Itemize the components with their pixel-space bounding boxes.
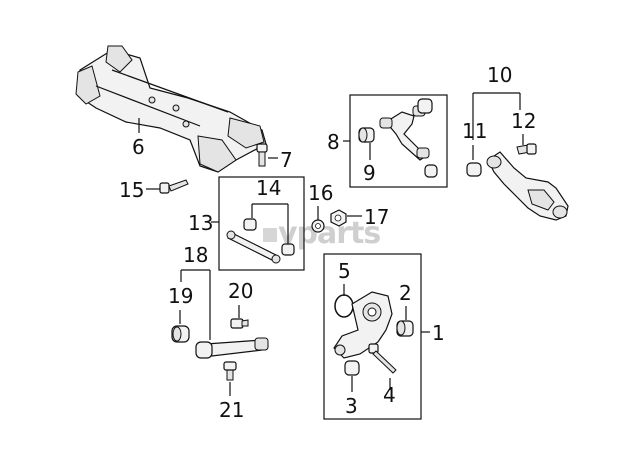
bolt-21 <box>223 361 237 381</box>
diagram-shape <box>358 127 368 143</box>
callout-13: 13 <box>188 211 213 235</box>
callout-4: 4 <box>383 383 396 407</box>
leader-14 <box>251 203 289 244</box>
diagram-shape <box>75 65 101 105</box>
diagram-shape <box>256 143 268 153</box>
watermark-logo: vparts <box>263 216 381 251</box>
diagram-shape <box>552 205 568 219</box>
diagram-shape <box>148 96 156 104</box>
callout-9: 9 <box>363 161 376 185</box>
diagram-shape <box>195 341 213 359</box>
nut-17 <box>330 209 347 227</box>
diagram-shape <box>372 350 397 374</box>
leader-18 <box>180 269 211 340</box>
bolt-20 <box>230 318 249 329</box>
diagram-shape <box>466 162 482 177</box>
diagram-shape <box>526 143 537 155</box>
diagram-shape <box>334 344 346 356</box>
callout-20: 20 <box>228 279 253 303</box>
diagram-shape <box>263 228 277 242</box>
diagram-shape <box>223 361 237 371</box>
diagram-shape <box>254 337 269 351</box>
callout-1: 1 <box>432 321 445 345</box>
group-box-13 <box>218 176 305 271</box>
diagram-shape <box>315 223 321 229</box>
callout-10: 10 <box>487 63 512 87</box>
snap-ring-5 <box>334 294 354 318</box>
diagram-shape <box>367 307 377 317</box>
washer-16 <box>311 219 325 233</box>
bolt-12 <box>516 143 537 155</box>
diagram-shape <box>281 243 295 256</box>
bushing-9 <box>358 127 375 143</box>
rear-subframe <box>75 45 267 173</box>
lateral-link <box>195 337 269 359</box>
diagram-shape <box>159 182 170 194</box>
diagram-shape <box>172 104 180 112</box>
leader-10 <box>472 92 521 140</box>
callout-3: 3 <box>345 394 358 418</box>
bolt-7 <box>256 143 268 167</box>
callout-12: 12 <box>511 109 536 133</box>
bushing-lower <box>424 164 438 178</box>
bushing-upper <box>417 98 433 114</box>
callout-14: 14 <box>256 176 281 200</box>
callout-2: 2 <box>399 281 412 305</box>
diagram-shape <box>258 151 266 167</box>
diagram-shape <box>396 320 406 336</box>
diagram-shape <box>334 294 354 318</box>
callout-11: 11 <box>462 119 487 143</box>
callout-6: 6 <box>132 135 145 159</box>
bushing-3 <box>344 360 360 376</box>
diagram-shape <box>111 69 229 113</box>
diagram-shape <box>334 214 342 222</box>
diagram-shape <box>77 49 267 173</box>
bushing-11 <box>466 162 482 177</box>
diagram-shape <box>168 179 189 192</box>
upper-control-arm <box>379 105 430 161</box>
diagram-shape <box>243 218 257 231</box>
diagram-shape <box>197 135 237 173</box>
group-box-1 <box>323 253 422 420</box>
diagram-shape <box>416 147 430 159</box>
trailing-link <box>226 230 281 264</box>
callout-15: 15 <box>119 178 144 202</box>
diagram-shape <box>424 164 438 178</box>
diagram-shape <box>241 319 249 327</box>
callout-5: 5 <box>338 259 351 283</box>
callout-19: 19 <box>168 284 193 308</box>
callout-16: 16 <box>308 181 333 205</box>
bushing-14b <box>281 243 295 256</box>
callout-17: 17 <box>364 205 389 229</box>
bushing-19 <box>171 325 190 343</box>
bushing-14a <box>243 218 257 231</box>
diagram-shape <box>227 117 265 149</box>
callout-8: 8 <box>327 130 340 154</box>
diagram-shape <box>527 189 555 211</box>
diagram-shape <box>105 45 133 73</box>
lower-control-arm <box>486 151 569 221</box>
diagram-shape <box>417 98 433 114</box>
callout-7: 7 <box>280 148 293 172</box>
knuckle <box>333 291 393 359</box>
diagram-shape <box>344 360 360 376</box>
diagram-shape <box>95 85 201 127</box>
bolt-15 <box>159 179 189 194</box>
bolt-4 <box>368 343 397 374</box>
diagram-shape <box>226 230 236 240</box>
bushing-2 <box>396 320 414 337</box>
watermark-text: vparts <box>278 216 380 251</box>
diagram-shape <box>230 318 244 329</box>
diagram-shape <box>271 254 281 264</box>
diagram-shape <box>172 326 182 342</box>
callout-21: 21 <box>219 398 244 422</box>
diagram-shape <box>379 117 393 129</box>
callout-18: 18 <box>183 243 208 267</box>
diagram-shape <box>486 155 502 169</box>
